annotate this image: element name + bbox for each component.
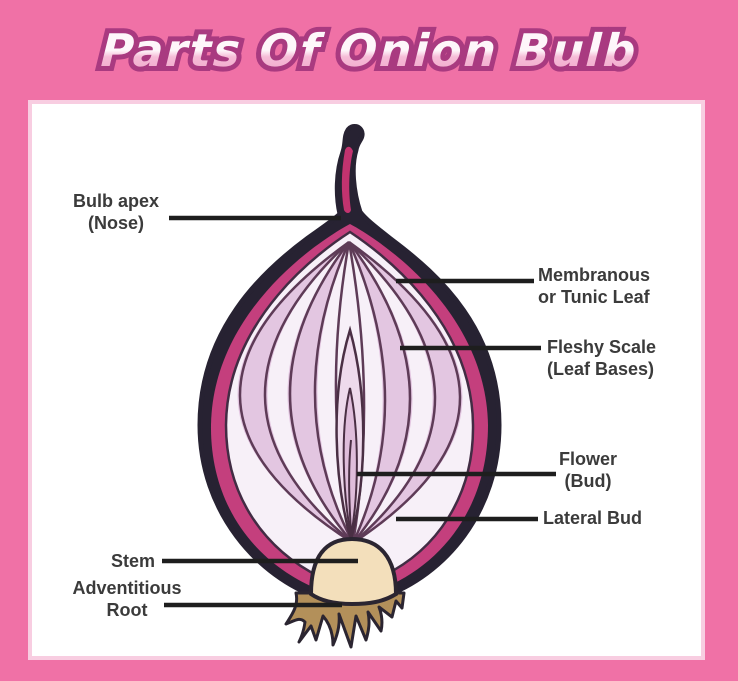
label-flower-bud: Flower (Bud): [552, 448, 624, 492]
label-membranous-line1: Membranous: [538, 265, 651, 285]
label-membranous-line2: or Tunic Leaf: [538, 287, 650, 307]
label-adventitious-root: Adventitious Root: [57, 577, 197, 621]
label-fleshy-scale: Fleshy Scale (Leaf Bases): [547, 336, 656, 380]
scale-veins: [238, 240, 462, 545]
label-stem: Stem: [93, 550, 155, 572]
label-flower-bud-line2: (Bud): [564, 471, 612, 491]
label-bulb-apex-line2: (Nose): [87, 213, 144, 233]
label-lateral-bud: Lateral Bud: [543, 507, 642, 529]
label-bulb-apex: Bulb apex (Nose): [62, 190, 170, 234]
leader-lines: [162, 215, 556, 608]
label-membranous: Membranous or Tunic Leaf: [538, 264, 650, 308]
label-adventitious-root-line1: Adventitious: [72, 578, 182, 598]
stem-basal-plate: [308, 536, 399, 607]
sprout-core: [341, 146, 353, 213]
label-fleshy-scale-line1: Fleshy Scale: [547, 337, 657, 357]
label-adventitious-root-line2: Root: [106, 600, 148, 620]
label-lateral-bud-text: Lateral Bud: [543, 508, 643, 528]
label-fleshy-scale-line2: (Leaf Bases): [547, 359, 655, 379]
label-stem-text: Stem: [110, 551, 155, 571]
label-bulb-apex-line1: Bulb apex: [72, 191, 160, 211]
label-flower-bud-line1: Flower: [558, 449, 617, 469]
